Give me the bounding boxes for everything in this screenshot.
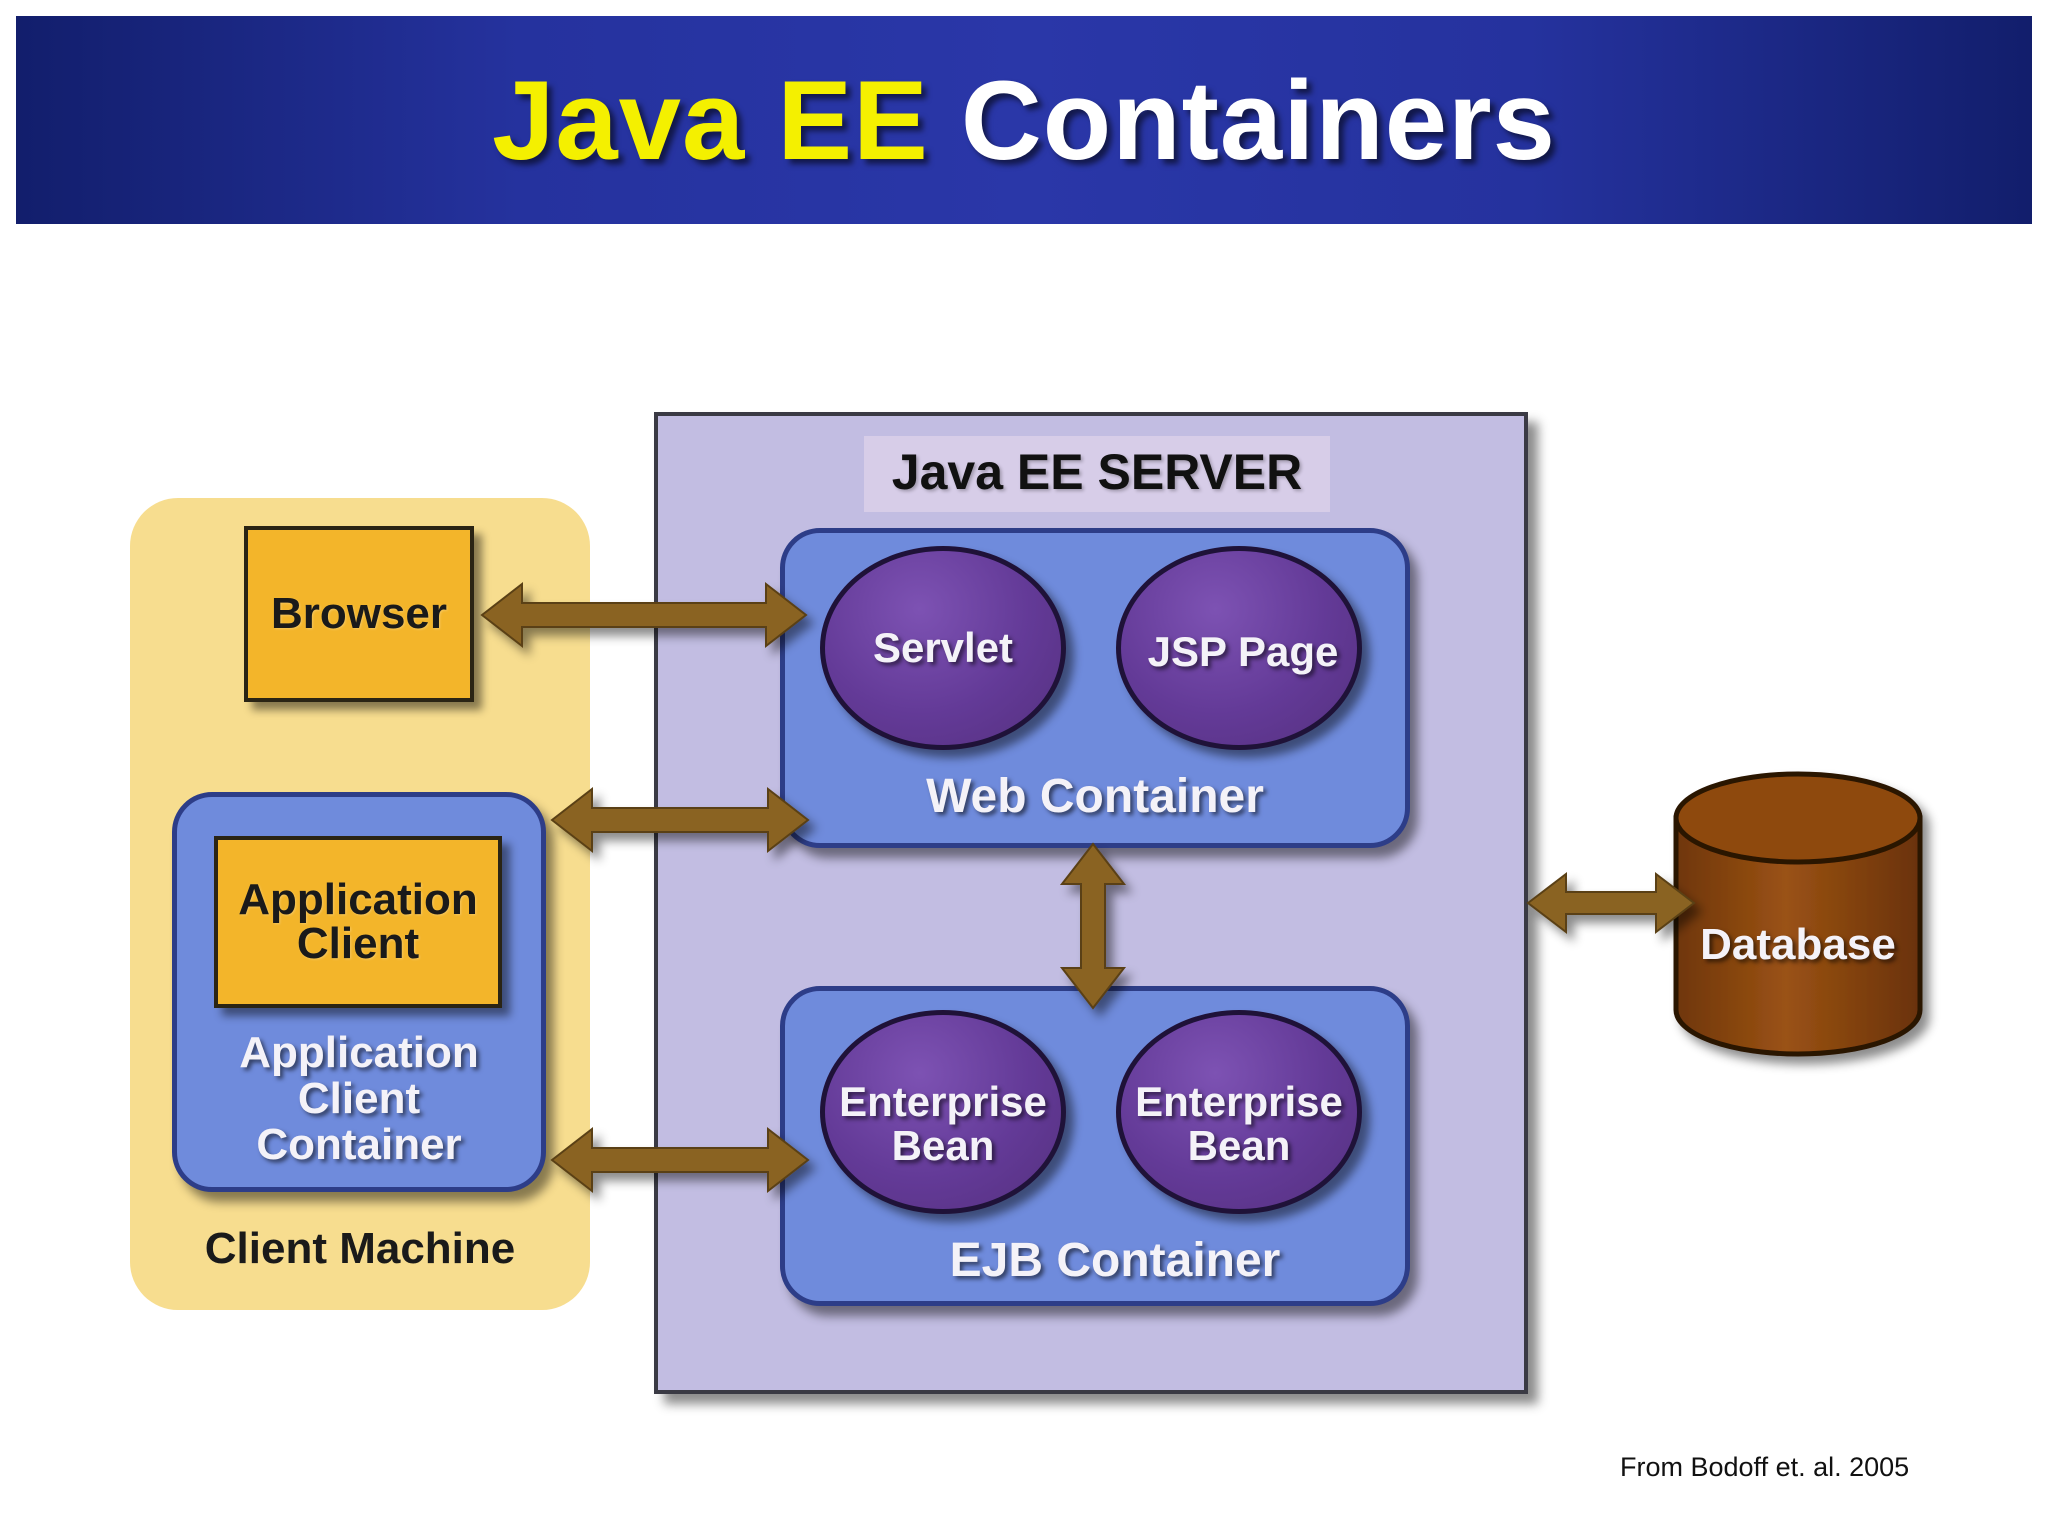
arrow-web-ejb bbox=[1059, 842, 1127, 1010]
browser-label: Browser bbox=[270, 589, 448, 638]
app-client-container-line3: Container bbox=[256, 1120, 462, 1170]
application-client-line1: Application bbox=[238, 875, 478, 924]
enterprise-bean-1-line2: Bean bbox=[891, 1122, 995, 1170]
app-client-container-label: Application Client Container bbox=[172, 1028, 546, 1170]
jsp-page-ellipse bbox=[1116, 546, 1362, 750]
servlet-label: Servlet bbox=[872, 624, 1014, 671]
app-client-container-line2: Client bbox=[297, 1074, 421, 1124]
enterprise-bean-2-line1: Enterprise bbox=[1135, 1078, 1343, 1125]
title-containers: Containers bbox=[960, 57, 1556, 183]
enterprise-bean-2-label: Enterprise Bean bbox=[1116, 1078, 1362, 1170]
server-label-background bbox=[864, 436, 1330, 512]
jsp-page-label: JSP Page bbox=[1147, 628, 1339, 675]
citation: From Bodoff et. al. 2005 bbox=[1620, 1452, 1910, 1482]
web-container-label: Web Container bbox=[926, 770, 1264, 823]
enterprise-bean-2-ellipse bbox=[1116, 1010, 1362, 1214]
title-java-ee: Java EE bbox=[492, 57, 929, 183]
enterprise-bean-1-line1: Enterprise bbox=[839, 1078, 1047, 1125]
app-client-container-line1: Application bbox=[239, 1028, 479, 1077]
title-banner: Java EE Containers bbox=[16, 16, 2032, 224]
arrow-appclient-ejb bbox=[550, 1126, 810, 1194]
client-machine-label: Client Machine bbox=[204, 1224, 516, 1273]
application-client-line2: Client bbox=[296, 919, 420, 968]
ejb-container-label: EJB Container bbox=[949, 1234, 1281, 1287]
server-label: Java EE SERVER bbox=[891, 444, 1303, 500]
browser-box: Browser bbox=[244, 526, 474, 702]
application-client-label: Application Client bbox=[238, 878, 478, 966]
enterprise-bean-2-line2: Bean bbox=[1187, 1122, 1291, 1170]
enterprise-bean-1-label: Enterprise Bean bbox=[820, 1078, 1066, 1170]
database-cylinder bbox=[1673, 771, 1923, 1057]
arrow-browser-web bbox=[480, 581, 808, 649]
arrow-server-database bbox=[1526, 871, 1696, 935]
application-client-box: Application Client bbox=[214, 836, 502, 1008]
slide-title: Java EE Containers bbox=[492, 56, 1556, 185]
servlet-ellipse bbox=[820, 546, 1066, 750]
arrow-appclient-web bbox=[550, 786, 810, 854]
enterprise-bean-1-ellipse bbox=[820, 1010, 1066, 1214]
database-label: Database bbox=[1700, 920, 1896, 969]
